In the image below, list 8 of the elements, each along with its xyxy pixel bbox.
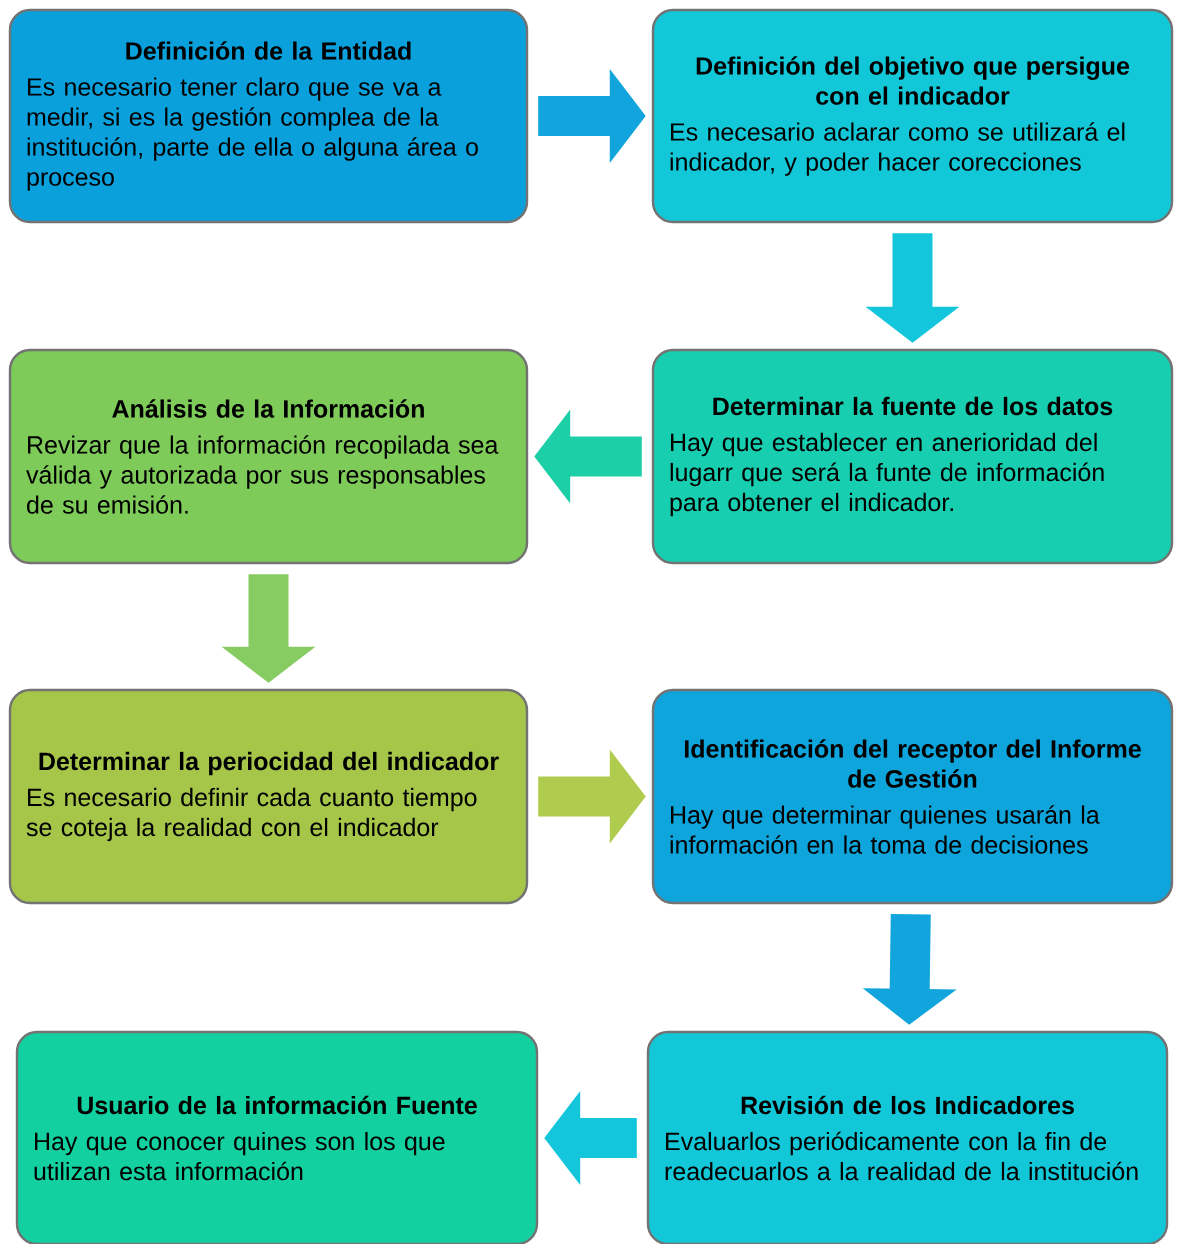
process-box: Usuario de la información Fuente Hay que conocer quines son los que utilizan esta información <box>15 1030 539 1244</box>
process-box: Definición del objetivo que persigue con el indicador Es necesario aclarar como se utilizará el indicador, y poder hacer corecciones <box>651 8 1174 224</box>
process-box: Definición de la Entidad Es necesario tener claro que se va a medir, si es la gestión complea de la institución, parte de ella o alguna área o proceso <box>8 8 529 224</box>
process-box: Identificación del receptor del Informe de Gestión Hay que determinar quienes usarán la información en la toma de decisiones <box>651 688 1174 905</box>
process-box: Revisión de los Indicadores Evaluarlos periódicamente con la fin de readecuarlos a la realidad de la institución <box>646 1030 1169 1244</box>
process-box: Análisis de la Información Revizar que la información recopilada sea válida y autorizada por sus responsables de su emisión. <box>8 348 529 565</box>
process-box: Determinar la periocidad del indicador Es necesario definir cada cuanto tiempo se coteja la realidad con el indicador <box>8 688 529 905</box>
process-box: Determinar la fuente de los datos Hay que establecer en anerioridad del lugarr que será la funte de información para obtener el indicador. <box>651 348 1174 565</box>
